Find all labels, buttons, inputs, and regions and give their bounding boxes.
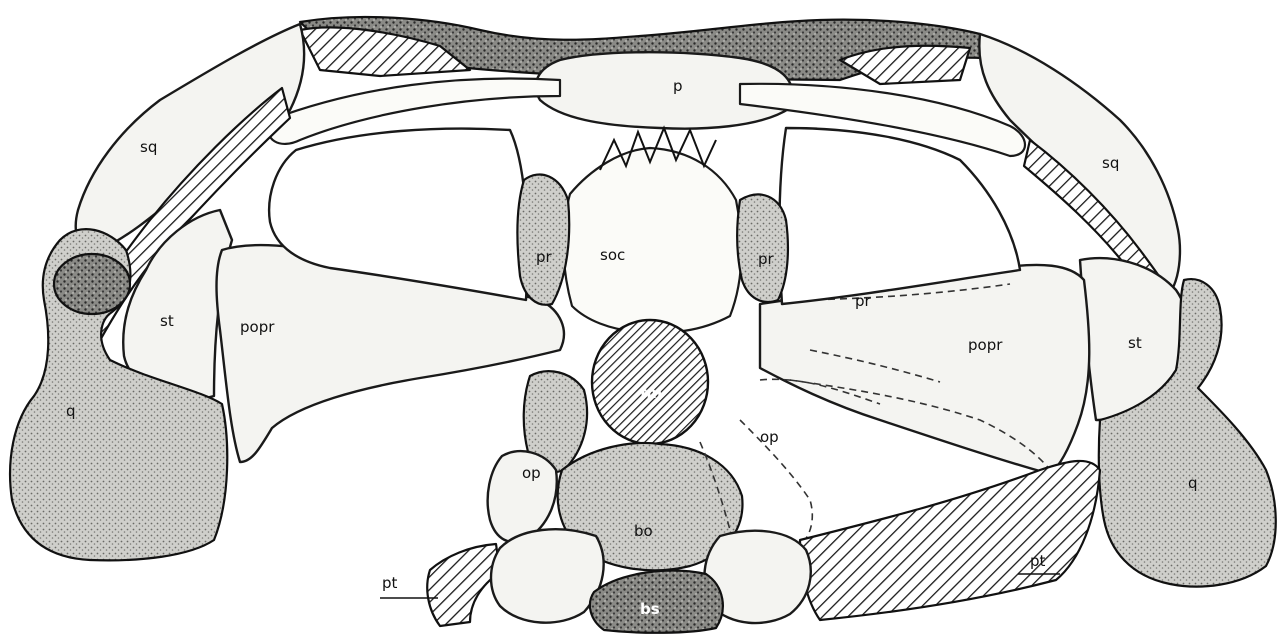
- label-quadrate-right: q: [1188, 474, 1198, 492]
- label-prootic-lower: pr: [855, 292, 872, 310]
- prootic-left: [517, 174, 569, 304]
- label-foramen-magnum: fm: [640, 384, 662, 402]
- prootic-right: [737, 194, 788, 301]
- quadrate-condyle-left: [54, 254, 130, 314]
- pterygoid-right: [800, 461, 1100, 620]
- label-supratemporal-right: st: [1128, 334, 1142, 352]
- pterygoid-left: [427, 544, 500, 626]
- label-pterygoid-right: pt: [1030, 552, 1046, 570]
- label-prootic-left: pr: [536, 248, 553, 266]
- label-paroccipital-left: popr: [240, 318, 275, 336]
- label-prootic-right: pr: [758, 250, 775, 268]
- label-opisthotic-right: op: [760, 428, 779, 446]
- label-pterygoid-left: pt: [382, 574, 398, 592]
- label-supratemporal-left: st: [160, 312, 174, 330]
- label-paroccipital-right: popr: [968, 336, 1003, 354]
- label-squamosal-left: sq: [140, 138, 157, 156]
- label-squamosal-right: sq: [1102, 154, 1119, 172]
- basisphenoid-left-lobe: [491, 529, 604, 622]
- label-opisthotic-left: op: [522, 464, 541, 482]
- label-basisphenoid: bs: [640, 600, 660, 618]
- supraoccipital-bone: [563, 148, 741, 333]
- foramen-magnum: [592, 320, 708, 444]
- label-parietal: p: [673, 77, 683, 95]
- label-basioccipital: bo: [634, 522, 653, 540]
- label-quadrate-left: q: [66, 402, 76, 420]
- label-supraoccipital: soc: [600, 246, 625, 264]
